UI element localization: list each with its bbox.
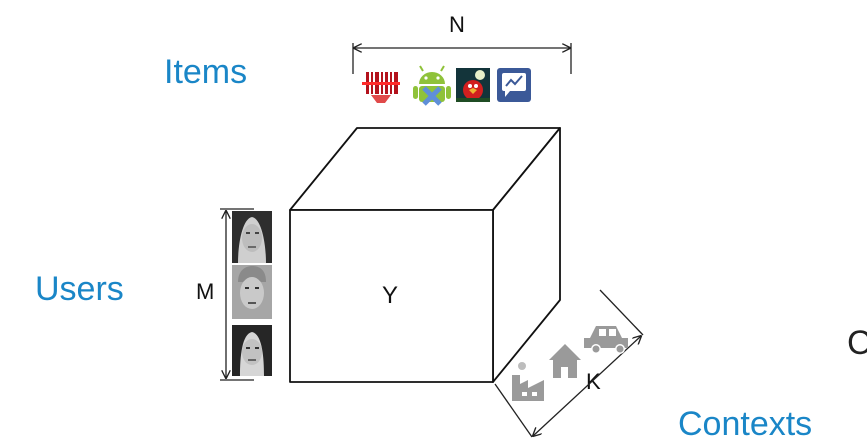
user-face-icon xyxy=(232,325,272,376)
m-dimension-label: M xyxy=(196,279,215,304)
m-dimension-arrow xyxy=(220,208,254,381)
angry-birds-icon xyxy=(456,68,490,102)
user-face-icon xyxy=(232,211,272,263)
contexts-label: Contexts xyxy=(678,405,813,443)
car-icon xyxy=(584,326,628,354)
n-dimension-arrow xyxy=(352,43,572,74)
factory-icon xyxy=(512,362,544,401)
clipped-label: C xyxy=(847,324,867,362)
n-dimension-label: N xyxy=(449,12,465,37)
messenger-icon xyxy=(497,68,531,102)
android-icon xyxy=(413,65,451,106)
house-icon xyxy=(549,344,581,378)
barcode-scanner-icon xyxy=(362,70,400,103)
items-label: Items xyxy=(164,53,248,91)
users-label: Users xyxy=(35,270,124,308)
cube-label: Y xyxy=(382,282,398,309)
user-face-icon xyxy=(232,265,272,319)
tensor-cube xyxy=(289,127,561,383)
